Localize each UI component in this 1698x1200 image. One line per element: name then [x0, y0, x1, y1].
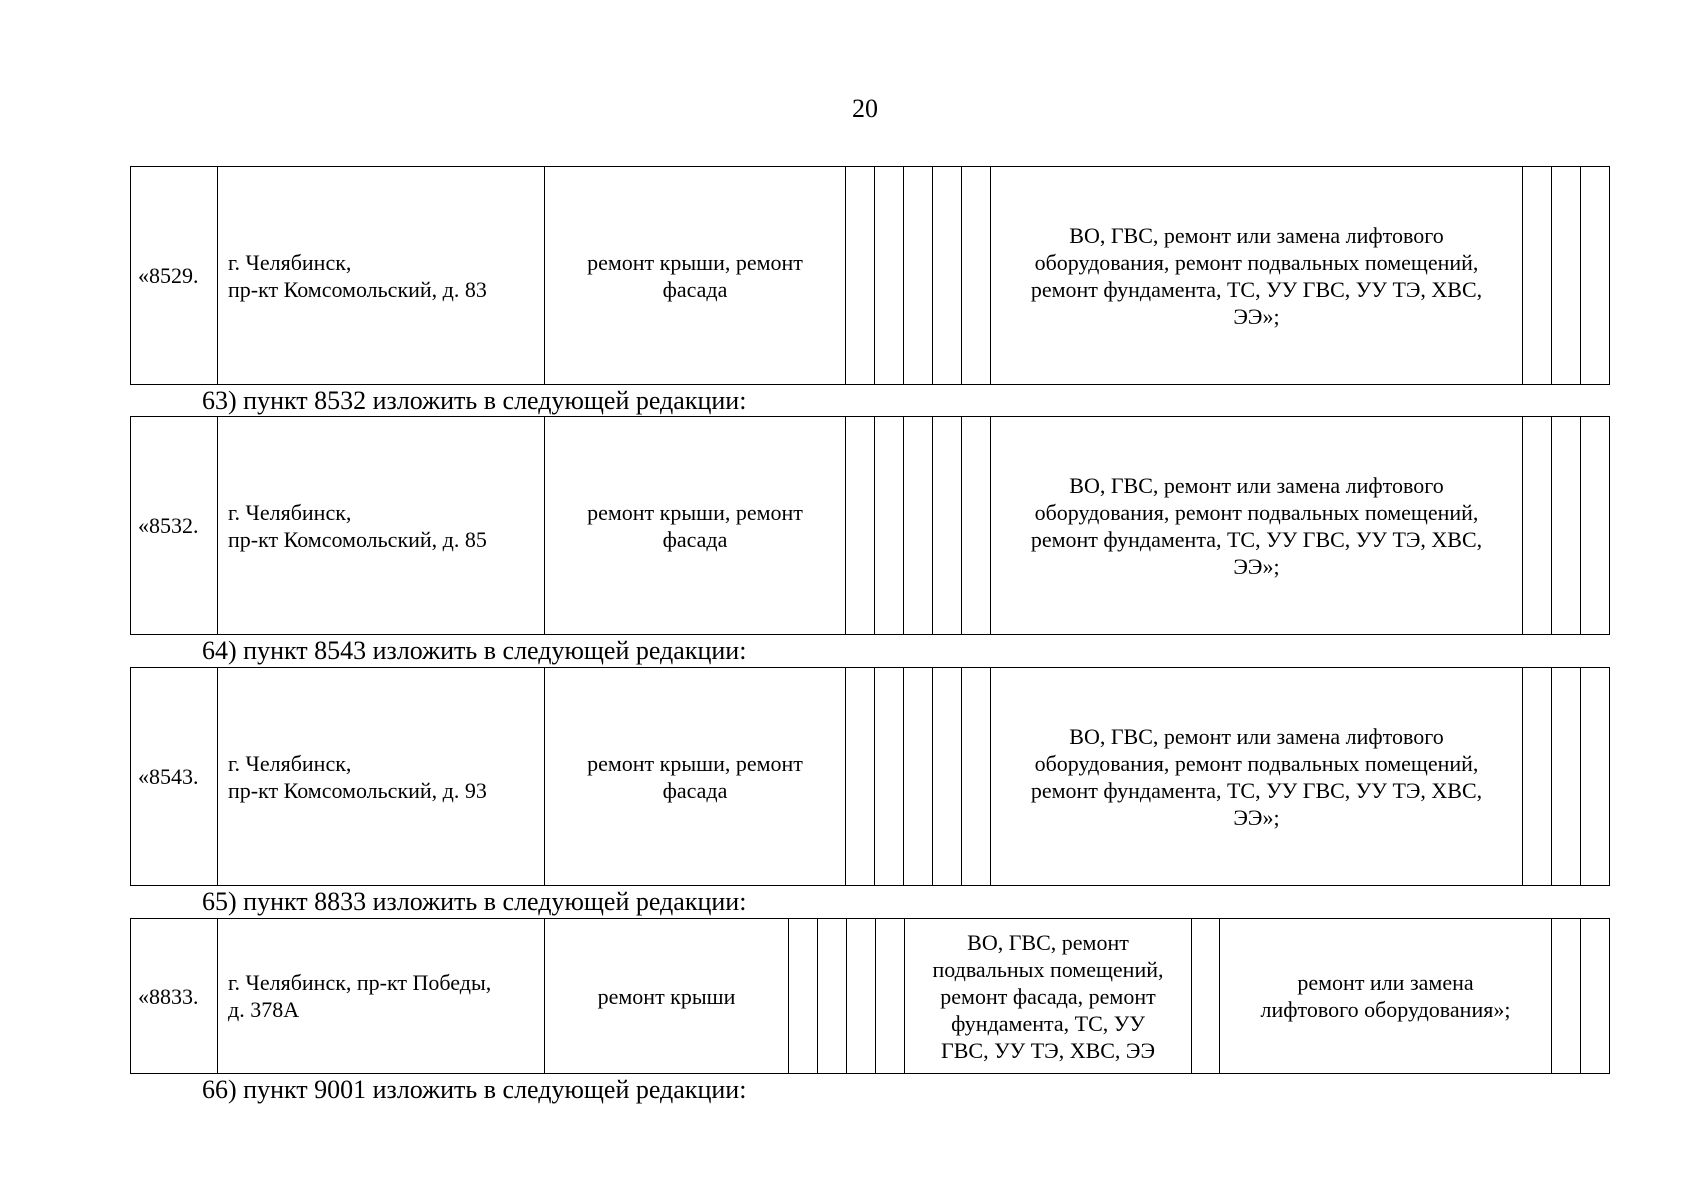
- record-number: «8543.: [130, 667, 218, 886]
- amendment-paragraph: 63) пункт 8532 изложить в следующей реда…: [202, 386, 747, 415]
- empty-cell: [1522, 416, 1552, 635]
- empty-cell: [961, 166, 991, 385]
- empty-cell: [1551, 667, 1581, 886]
- empty-cell: [932, 667, 962, 886]
- empty-cell: [961, 416, 991, 635]
- record-number: «8833.: [130, 918, 218, 1074]
- empty-cell: [874, 166, 904, 385]
- page-number: 20: [852, 94, 878, 123]
- record-address: г. Челябинск, пр-кт Комсомольский, д. 85: [217, 416, 545, 635]
- empty-cell: [1580, 416, 1610, 635]
- record-other-works: ВО, ГВС, ремонт или замена лифтового обо…: [990, 667, 1523, 886]
- empty-cell: [932, 416, 962, 635]
- empty-cell: [788, 918, 818, 1074]
- record-table-8529: «8529. г. Челябинск, пр-кт Комсомольский…: [130, 166, 1610, 385]
- record-address: г. Челябинск, пр-кт Комсомольский, д. 83: [217, 166, 545, 385]
- empty-cell: [1522, 166, 1552, 385]
- empty-cell: [1580, 667, 1610, 886]
- empty-cell: [903, 416, 933, 635]
- empty-cell: [903, 667, 933, 886]
- record-middle-works: ВО, ГВС, ремонт подвальных помещений, ре…: [904, 918, 1192, 1074]
- record-works: ремонт крыши, ремонт фасада: [544, 667, 846, 886]
- amendment-paragraph: 66) пункт 9001 изложить в следующей реда…: [202, 1075, 747, 1104]
- empty-cell: [845, 667, 875, 886]
- empty-cell: [1551, 918, 1581, 1074]
- record-works: ремонт крыши, ремонт фасада: [544, 166, 846, 385]
- record-works: ремонт крыши: [544, 918, 789, 1074]
- empty-cell: [1580, 166, 1610, 385]
- record-number: «8529.: [130, 166, 218, 385]
- record-address: г. Челябинск, пр-кт Победы, д. 378А: [217, 918, 545, 1074]
- record-works: ремонт крыши, ремонт фасада: [544, 416, 846, 635]
- record-table-8833: «8833. г. Челябинск, пр-кт Победы, д. 37…: [130, 918, 1610, 1074]
- empty-cell: [874, 667, 904, 886]
- empty-cell: [875, 918, 905, 1074]
- empty-cell: [961, 667, 991, 886]
- empty-cell: [1191, 918, 1220, 1074]
- record-number: «8532.: [130, 416, 218, 635]
- record-other-works: ВО, ГВС, ремонт или замена лифтового обо…: [990, 416, 1523, 635]
- empty-cell: [1522, 667, 1552, 886]
- empty-cell: [1580, 918, 1610, 1074]
- empty-cell: [1551, 166, 1581, 385]
- empty-cell: [932, 166, 962, 385]
- empty-cell: [845, 416, 875, 635]
- empty-cell: [874, 416, 904, 635]
- record-table-8543: «8543. г. Челябинск, пр-кт Комсомольский…: [130, 667, 1610, 886]
- record-table-8532: «8532. г. Челябинск, пр-кт Комсомольский…: [130, 416, 1610, 635]
- record-other-works: ВО, ГВС, ремонт или замена лифтового обо…: [990, 166, 1523, 385]
- empty-cell: [845, 166, 875, 385]
- empty-cell: [1551, 416, 1581, 635]
- empty-cell: [817, 918, 847, 1074]
- record-address: г. Челябинск, пр-кт Комсомольский, д. 93: [217, 667, 545, 886]
- record-later-works: ремонт или замена лифтового оборудования…: [1219, 918, 1552, 1074]
- amendment-paragraph: 65) пункт 8833 изложить в следующей реда…: [202, 887, 747, 916]
- empty-cell: [846, 918, 876, 1074]
- empty-cell: [903, 166, 933, 385]
- amendment-paragraph: 64) пункт 8543 изложить в следующей реда…: [202, 636, 747, 665]
